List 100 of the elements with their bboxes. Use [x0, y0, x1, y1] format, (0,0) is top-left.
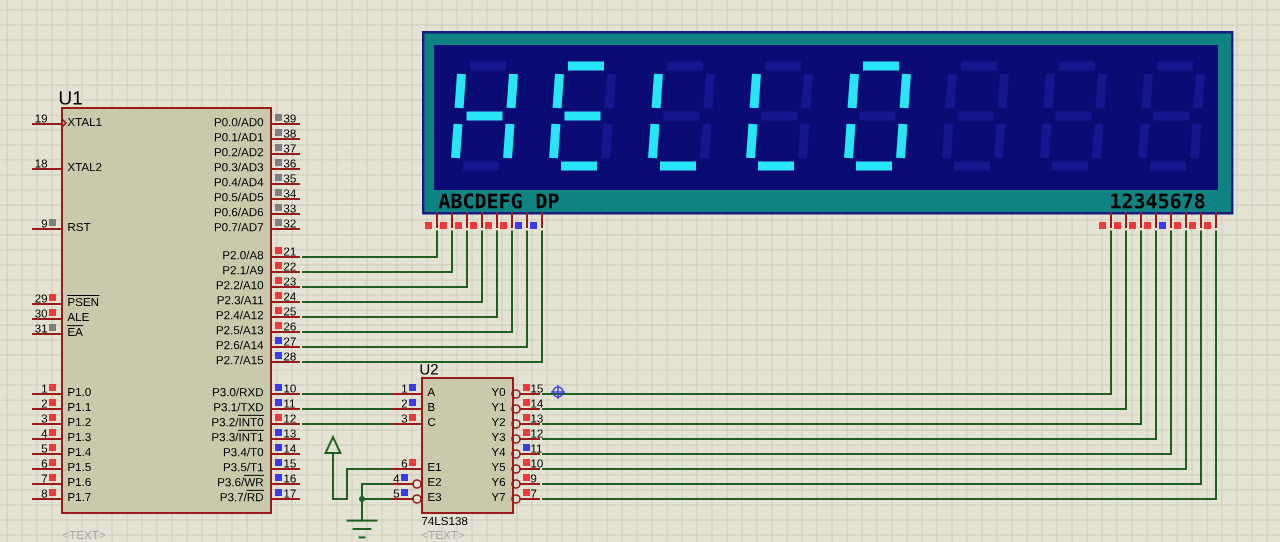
pin-number: 4 [41, 429, 48, 438]
pin-number: 26 [284, 322, 296, 331]
wire [301, 229, 453, 273]
pin-name: P1.1 [68, 403, 91, 411]
pin-number: 19 [35, 114, 48, 123]
pin-number: 11 [531, 444, 542, 453]
pin-number: 14 [284, 444, 296, 453]
pin-number: 31 [35, 324, 48, 333]
pin-number: 35 [283, 174, 296, 183]
pin-number: 21 [284, 247, 296, 256]
pin-name: Y1 [491, 403, 506, 411]
pin-name: P0.5/AD5 [214, 192, 264, 202]
pin-group-label: ABCDEFG [438, 193, 522, 209]
pin-name: ALE [67, 313, 89, 321]
part-caption: 74LS138 [422, 516, 468, 526]
pin-number: 24 [284, 292, 296, 301]
wire [301, 408, 393, 410]
pin-name: P0.6/AD6 [214, 207, 264, 217]
pin-name: P2.6/A14 [216, 340, 264, 350]
pin-number: 13 [531, 414, 543, 423]
pin-name: Y4 [491, 448, 506, 456]
pin-number: 13 [284, 429, 296, 438]
pin-number: 10 [531, 459, 543, 468]
pin-name: P2.7/A15 [216, 355, 264, 365]
pin-number: 15 [531, 384, 543, 393]
wire [301, 423, 393, 425]
pin-number: 38 [283, 129, 296, 138]
wire [301, 229, 543, 363]
pin-name: P0.7/AD7 [214, 222, 263, 232]
pin-name: P2.2/A10 [216, 280, 264, 290]
pin-number: 7 [531, 489, 537, 498]
pin-name: E3 [428, 492, 442, 502]
wire [301, 229, 528, 348]
pin-name: P3.2/INT0 [212, 414, 265, 427]
pin-number: 16 [284, 474, 296, 483]
pin-name: P0.0/AD0 [214, 117, 264, 127]
pin-name: P1.2 [68, 417, 91, 427]
pin-name: P1.5 [68, 462, 91, 472]
pin-number: 29 [35, 294, 48, 303]
pin-name: P1.7 [68, 493, 91, 501]
pin-number: 17 [284, 489, 296, 498]
pin-name: Y3 [491, 432, 506, 442]
pin-name: Y5 [491, 462, 506, 472]
pin-name: P0.1/AD1 [214, 132, 264, 142]
pin-number: 2 [401, 399, 407, 408]
pin-number: 33 [283, 204, 296, 213]
pin-number: 9 [530, 474, 537, 483]
pin-name: P3.3/INT1 [212, 429, 265, 442]
pin-number: 25 [284, 307, 296, 316]
pin-group-label: 12345678 [1111, 193, 1205, 209]
part-caption: <TEXT> [62, 531, 106, 539]
pin-number: 30 [35, 309, 48, 318]
pin-number: 34 [283, 189, 296, 198]
wire [301, 229, 483, 303]
pin-name: A [427, 388, 436, 396]
pin-name: XTAL2 [67, 162, 102, 172]
pin-number: 3 [41, 414, 48, 423]
part-caption: <TEXT> [421, 531, 465, 539]
pin-number: 12 [531, 429, 543, 438]
pin-number: 2 [41, 399, 47, 408]
wire [301, 229, 468, 288]
pin-number: 6 [41, 459, 48, 468]
wire [301, 229, 513, 333]
pin-name: P0.4/AD4 [214, 177, 264, 187]
pin-number: 4 [393, 474, 400, 483]
pin-name: Y6 [491, 477, 506, 487]
pin-number: 23 [284, 277, 296, 286]
pin-name: P1.4 [68, 448, 91, 456]
pin-number: 10 [284, 384, 296, 393]
pin-number: 9 [41, 219, 48, 228]
part-reference: U1 [59, 91, 82, 105]
pin-name: P0.2/AD2 [214, 147, 263, 157]
pin-number: 8 [41, 489, 48, 498]
pin-name: P3.7/RD [220, 489, 265, 502]
pin-name: P0.3/AD3 [214, 162, 264, 172]
pin-number: 3 [401, 414, 408, 423]
pin-number: 12 [284, 414, 296, 423]
ground-symbol [345, 519, 379, 539]
pin-name: P2.5/A13 [216, 325, 264, 335]
pin-number: 14 [531, 399, 543, 408]
pin-name: Y7 [491, 493, 505, 501]
pin-name: E1 [428, 463, 442, 471]
pin-name: P2.4/A12 [216, 310, 263, 320]
pin-number: 36 [283, 159, 296, 168]
pin-name: Y2 [491, 417, 505, 427]
wire [361, 498, 393, 522]
pin-name: Y0 [491, 387, 506, 397]
pin-number: 7 [41, 474, 47, 483]
pin-group-label: DP [536, 193, 559, 209]
pin-name: P1.6 [68, 477, 91, 487]
pin-number: 5 [393, 489, 400, 498]
pin-name: E2 [428, 477, 441, 487]
wire [301, 229, 498, 318]
pin-number: 6 [401, 459, 408, 468]
pin-number: 39 [283, 114, 296, 123]
pin-number: 18 [35, 159, 48, 168]
pin-name: P2.0/A8 [223, 250, 264, 260]
wire [301, 229, 438, 258]
pin-number: 1 [402, 384, 408, 393]
pin-name: P1.0 [68, 387, 91, 397]
